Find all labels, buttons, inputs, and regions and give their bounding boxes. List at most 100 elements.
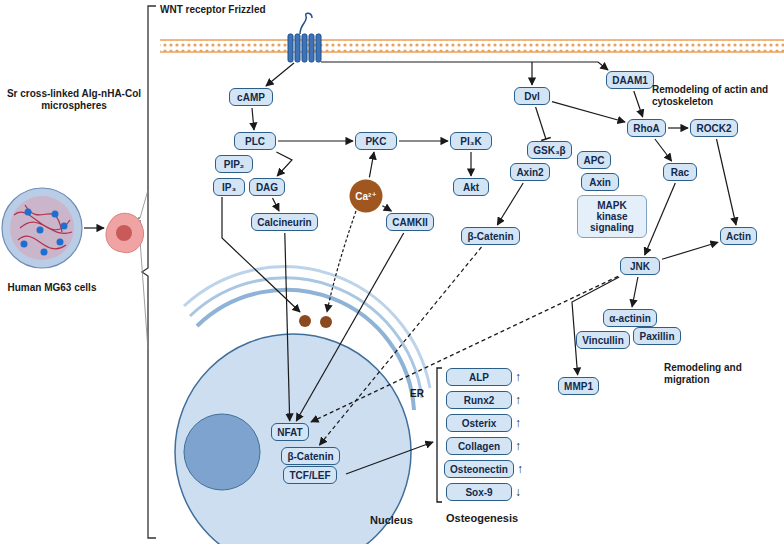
node-text: MMP1 [564,381,593,392]
signal-connector [470,152,471,176]
zoom-line [140,190,148,218]
signal-arrow [531,62,532,85]
annotation-label: Human MG63 cells [4,282,100,294]
node-text: NFAT [277,427,302,438]
signal-connector [296,233,403,421]
protein-box: RhoA [627,119,666,137]
node-text: DAG [256,182,278,193]
signal-connector [536,107,546,139]
node-text: PKC [365,136,386,147]
protein-box: Vincullin [576,331,630,349]
node-text: PIP₂ [224,159,245,170]
node-text: cAMP [237,92,265,103]
node-text: TCF/LEF [289,470,330,481]
protein-box: PLC [234,132,276,150]
signal-connector [662,242,718,259]
node-text: RhoA [633,123,660,134]
protein-box: ALP↑ [446,368,512,386]
protein-box: β-Catenin [281,447,340,465]
node-text: ALP [469,372,489,383]
frizzled-receptor [288,13,321,62]
protein-box: Rac [663,163,697,181]
annotation-label: Nucleus [370,514,430,526]
protein-box: NFAT [271,423,309,441]
protein-box: Runx2↑ [446,391,512,409]
signal-connector [285,233,290,421]
protein-box: Osterix↑ [446,414,512,432]
annotation-label: ER [410,388,434,400]
node-text: Akt [463,182,479,193]
signal-connector [276,152,292,176]
protein-box: Collagen↑ [446,437,512,455]
node-text: ROCK2 [696,123,731,134]
node-text: IP₃ [222,182,236,193]
node-text: Sox-9 [465,487,492,498]
node-text: Paxillin [639,331,674,342]
signal-arrow [321,62,608,70]
annotation-label: WNT receptor Frizzled [160,4,300,16]
signal-arrow [266,63,294,86]
signal-connector [655,139,672,161]
protein-box: JNK [620,257,660,275]
protein-box: PI₃K [450,132,492,150]
signal-connector [717,139,737,225]
change-arrow: ↑ [515,395,521,406]
membrane-line [160,39,784,41]
annotation-label: Remodeling of actin and cytoskeleton [652,84,782,108]
protein-box: GSK₃β [527,141,572,159]
protein-box: TCF/LEF [283,466,337,484]
protein-box: CAMKII [386,213,434,231]
signal-connector [369,152,374,177]
node-text: Dvl [524,91,540,102]
signal-connector [645,183,676,255]
node-text: Axin [589,177,611,188]
node-text: Rac [671,167,689,178]
protein-box: PKC [355,132,397,150]
node-text: APC [583,155,604,166]
annotation-label: Remodeling and migration [664,362,782,386]
protein-box: ROCK2 [690,119,738,137]
protein-box: DAG [249,178,285,196]
node-text: Runx2 [464,395,495,406]
protein-box: Actin [720,227,757,245]
ion-circle: Ca²⁺ [349,179,383,213]
protein-box: Sox-9↓ [446,483,512,501]
signal-connector [552,102,625,122]
protein-box: cAMP [229,88,273,106]
microsphere [2,188,82,268]
node-text: Vincullin [582,335,624,346]
node-text: Ca²⁺ [355,191,376,202]
node-text: α-actinin [609,313,651,324]
protein-box: Dvl [514,87,550,105]
signal-connector [634,91,643,117]
change-arrow: ↓ [515,487,521,498]
change-arrow: ↑ [517,464,523,475]
change-arrow: ↑ [515,441,521,452]
node-text: Axin2 [516,167,543,178]
signal-connector [311,276,618,422]
gene-bracket [437,368,442,502]
signal-connector [278,140,353,141]
node-text: JNK [630,261,650,272]
node-text: PI₃K [460,136,481,147]
signal-arrow [84,227,104,228]
protein-box: Axin2 [510,163,550,181]
signal-arrow [327,211,356,312]
signal-connector [273,198,280,211]
signal-arrow [346,442,433,474]
node-text: CAMKII [392,217,428,228]
change-arrow: ↑ [515,418,521,429]
bracket [142,6,156,538]
node-text: MAPK kinase signaling [578,200,646,233]
protein-box: PIP₂ [215,155,253,173]
ca-channel [320,316,332,328]
node-text: GSK₃β [533,145,565,156]
annotation-label: Osteogenesis [446,512,526,524]
protein-box: IP₃ [213,178,245,196]
node-text: Calcineurin [257,217,311,228]
signal-connector [497,183,523,225]
signal-connector [382,206,391,211]
